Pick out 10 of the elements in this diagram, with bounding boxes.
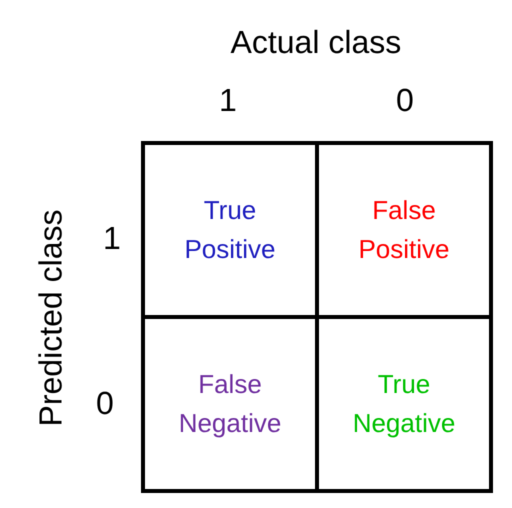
cell-text: False Negative <box>178 368 282 440</box>
column-label: 1 <box>219 84 237 116</box>
axis-title: Actual class <box>230 26 402 58</box>
cell-text: False Positive <box>357 194 451 266</box>
row-label: 1 <box>103 222 121 254</box>
row-label: 0 <box>96 387 114 419</box>
cell-text: True Negative <box>352 368 456 440</box>
axis-title: Predicted class <box>34 210 66 426</box>
cell-text: True Positive <box>183 194 277 266</box>
column-label: 0 <box>396 84 414 116</box>
